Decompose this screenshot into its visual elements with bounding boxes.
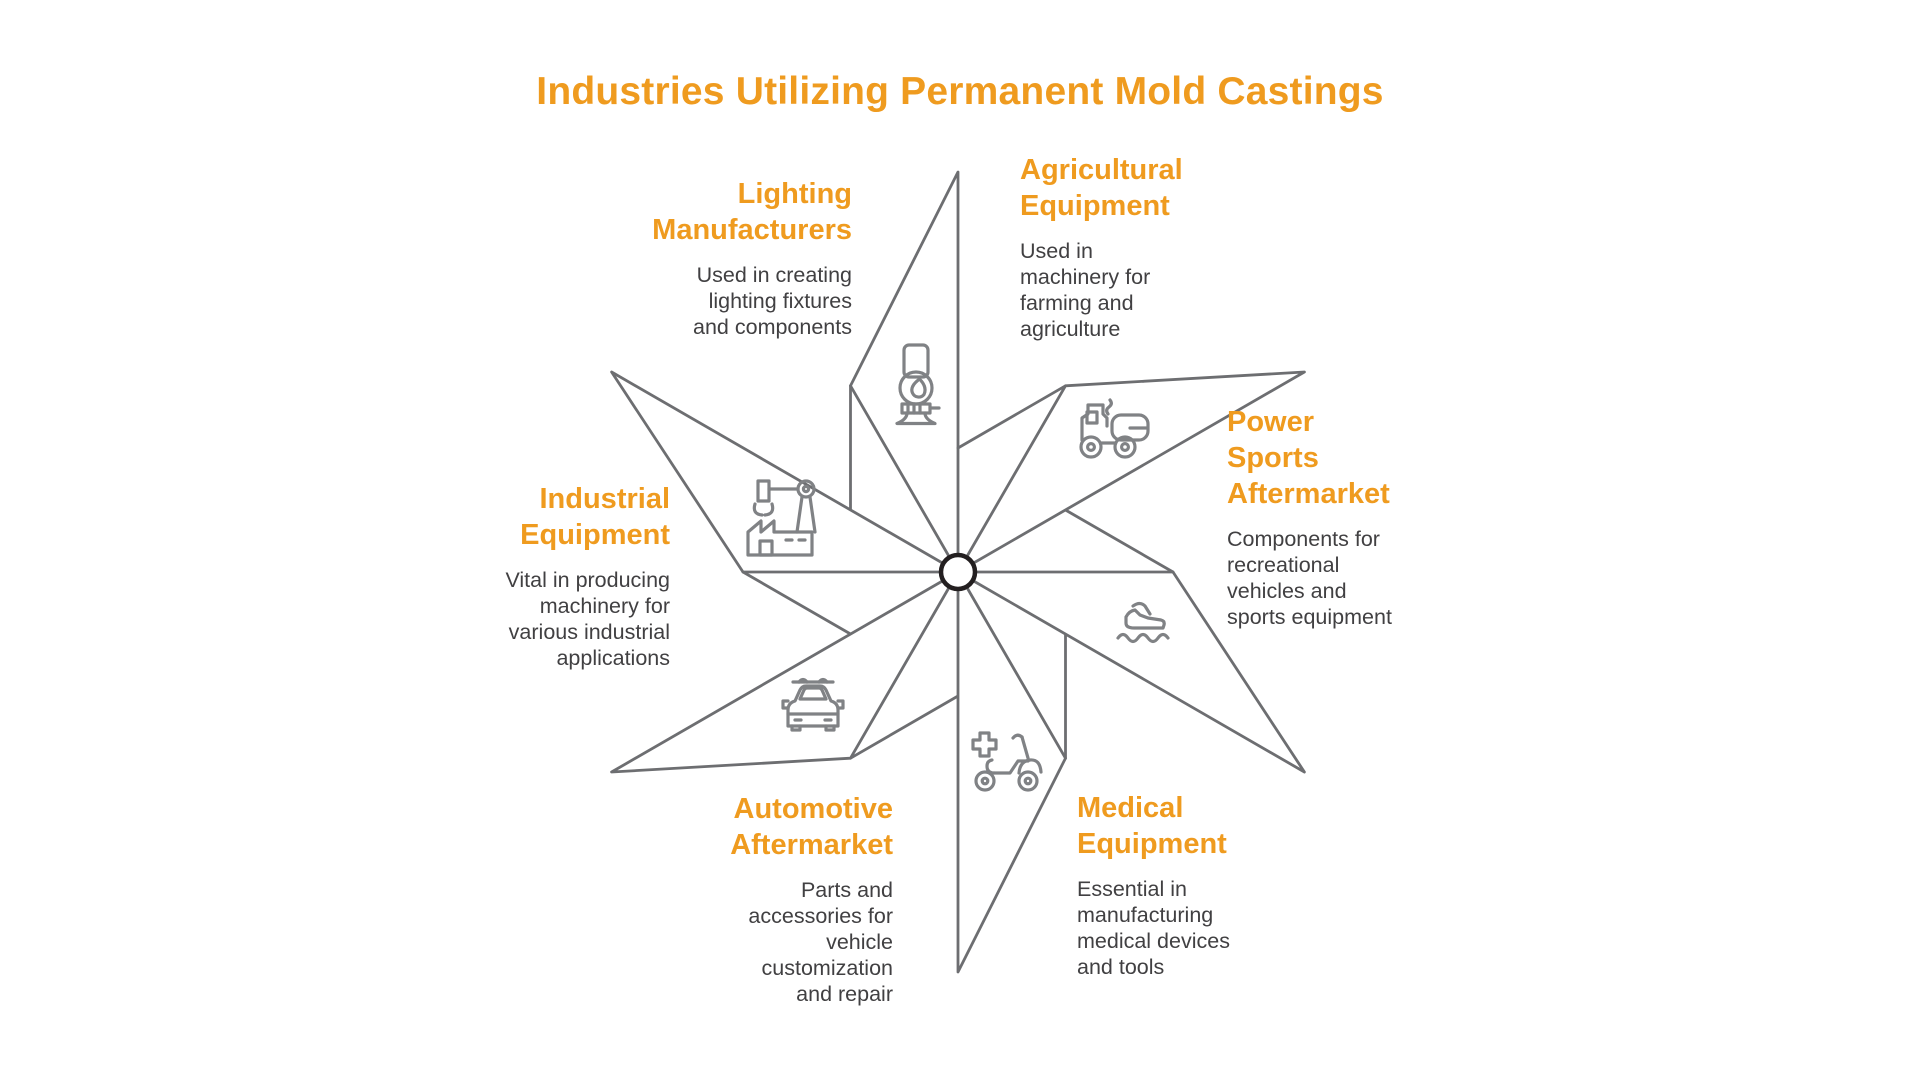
segment-medical-equipment: Medical Equipment Essential in manufactu… [1077, 790, 1397, 980]
blade-power-sports [956, 570, 1306, 774]
segment-description-power-sports-aftermarket: Components for recreational vehicles and… [1227, 527, 1392, 629]
pinwheel-hub [938, 552, 978, 592]
blade-automotive [610, 570, 960, 774]
segment-lighting-manufacturers: Lighting Manufacturers Used in creating … [432, 176, 852, 340]
segment-description-medical-equipment: Essential in manufacturing medical devic… [1077, 877, 1230, 979]
blade-agricultural-fold [956, 384, 1067, 450]
oil-lamp-icon [895, 343, 941, 426]
factory-crane-icon [746, 479, 817, 557]
segment-description-automotive-aftermarket: Parts and accessories for vehicle custom… [748, 878, 893, 1006]
segment-title-automotive-aftermarket: Automotive Aftermarket [730, 793, 893, 861]
segment-title-lighting-manufacturers: Lighting Manufacturers [652, 178, 852, 246]
segment-description-industrial-equipment: Vital in producing machinery for various… [505, 568, 670, 670]
blade-power-sports-fold [1064, 508, 1175, 574]
medical-scooter-icon [971, 731, 1043, 792]
segment-title-medical-equipment: Medical Equipment [1077, 792, 1227, 860]
jet-ski-icon [1116, 601, 1170, 644]
segment-description-lighting-manufacturers: Used in creating lighting fixtures and c… [693, 263, 852, 339]
blade-automotive-fold [849, 694, 960, 760]
segment-automotive-aftermarket: Automotive Aftermarket Parts and accesso… [473, 791, 893, 1007]
segment-agricultural-equipment: Agricultural Equipment Used in machinery… [1020, 152, 1360, 342]
segment-title-industrial-equipment: Industrial Equipment [520, 483, 670, 551]
segment-description-agricultural-equipment: Used in machinery for farming and agricu… [1020, 239, 1151, 341]
segment-power-sports-aftermarket: Power Sports Aftermarket Components for … [1227, 404, 1537, 630]
page-title: Industries Utilizing Permanent Mold Cast… [536, 70, 1384, 113]
blade-industrial [610, 370, 960, 574]
segment-title-agricultural-equipment: Agricultural Equipment [1020, 154, 1183, 222]
blade-industrial-fold [741, 570, 852, 636]
segment-industrial-equipment: Industrial Equipment Vital in producing … [250, 481, 670, 671]
tractor-icon [1079, 398, 1150, 459]
blade-agricultural [956, 370, 1306, 574]
car-icon [781, 677, 845, 732]
segment-title-power-sports-aftermarket: Power Sports Aftermarket [1227, 406, 1390, 510]
